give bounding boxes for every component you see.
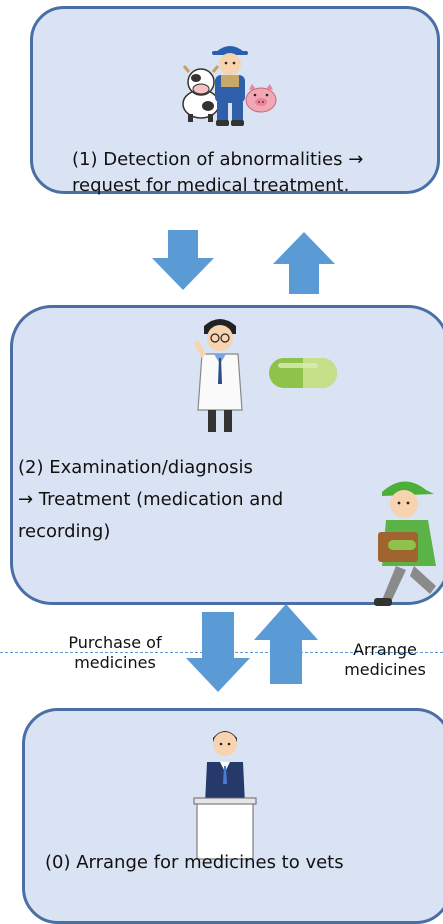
arrow-up-icon (254, 604, 318, 684)
step-2-text: (2) Examination/diagnosis → Treatment (m… (18, 452, 363, 548)
cow-icon (182, 65, 220, 122)
official-icon (205, 731, 245, 804)
arrow-up-icon (273, 232, 335, 294)
arrange-label-line-2: medicines (344, 660, 426, 679)
podium-icon (193, 797, 257, 860)
purchase-label-line-1: Purchase of (68, 633, 162, 652)
purchase-of-medicines-label: Purchase of medicines (50, 633, 180, 673)
step-1-text: (1) Detection of abnormalities → request… (72, 149, 364, 196)
farmer-icon (212, 46, 248, 126)
delivery-person-icon (374, 481, 436, 606)
arrow-down-icon (152, 230, 214, 290)
step-0-text: (0) Arrange for medicines to vets (45, 852, 344, 873)
step-2-line-3: recording) (18, 521, 111, 542)
capsule-icon (269, 358, 337, 388)
step-2-line-1: (2) Examination/diagnosis (18, 457, 253, 478)
pig-icon (245, 84, 277, 113)
purchase-label-line-2: medicines (74, 653, 156, 672)
arrange-medicines-label: Arrange medicines (330, 640, 440, 680)
doctor-icon (194, 319, 243, 432)
arrow-down-icon (186, 612, 250, 692)
arrange-label-line-1: Arrange (353, 640, 417, 659)
step-2-line-2: → Treatment (medication and (18, 489, 284, 510)
